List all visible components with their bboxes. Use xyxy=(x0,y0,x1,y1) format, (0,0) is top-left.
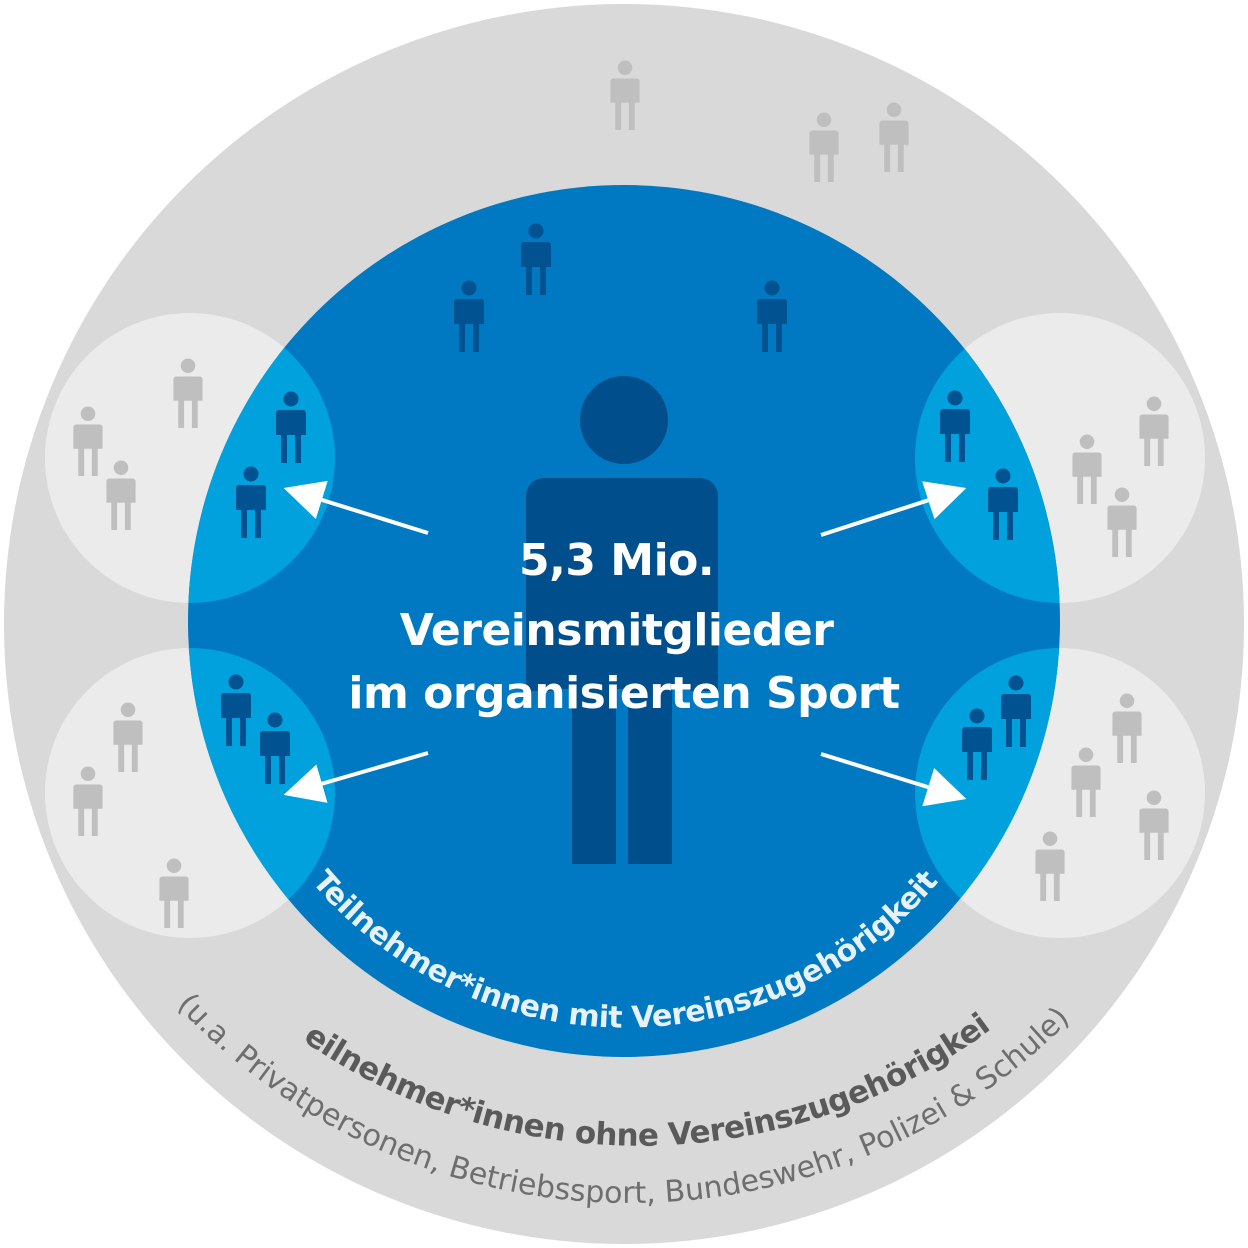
center-title: 5,3 Mio. Vereinsmitglieder im organisier… xyxy=(348,535,900,719)
center-line-2: Vereinsmitglieder xyxy=(400,605,834,656)
arrow-icon xyxy=(820,752,967,807)
arrow-icon xyxy=(283,480,429,535)
overlap-top-right xyxy=(915,313,1060,603)
arrows xyxy=(283,480,967,807)
big-person-icon xyxy=(526,376,718,864)
arrow-icon xyxy=(820,481,967,537)
center-line-1: 5,3 Mio. xyxy=(519,535,714,586)
center-line-3: im organisierten Sport xyxy=(348,668,900,719)
arrow-icon xyxy=(283,751,429,803)
